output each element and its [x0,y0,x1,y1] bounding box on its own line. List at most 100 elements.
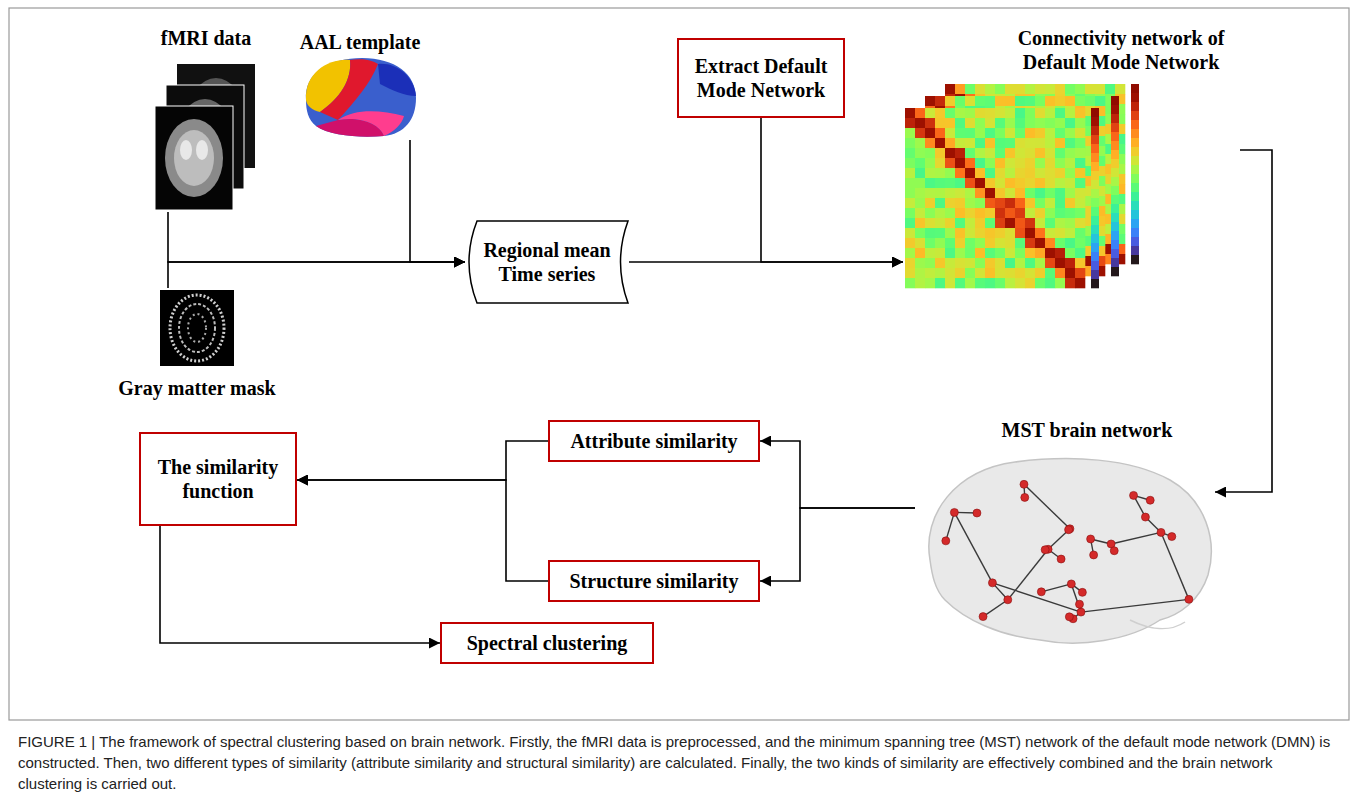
illustration-part [179,304,215,352]
matrix-cell [995,128,1005,138]
matrix-cell [905,128,915,138]
matrix-cell [965,168,975,178]
matrix-cell [1005,168,1015,178]
illustration-part [155,106,233,210]
node-label: Connectivity network of Default Mode Net… [996,26,1246,74]
matrix-cell [995,84,1005,94]
matrix-cell [1085,84,1095,94]
matrix-cell [965,248,975,258]
matrix-cell [915,148,925,158]
matrix-cell [905,148,915,158]
matrix-cell [1055,248,1065,258]
matrix-cell [945,218,955,228]
matrix-cell [1015,128,1025,138]
matrix-cell [1015,158,1025,168]
matrix-cell [945,158,955,168]
matrix-cell [985,108,995,118]
matrix-cell [905,138,915,148]
matrix-cell [975,128,985,138]
matrix-cell [975,118,985,128]
matrix-cell [905,268,915,278]
matrix-cell [905,238,915,248]
colorbar-step [1091,216,1099,225]
matrix-cell [1055,84,1065,94]
colorbar-step [1131,183,1139,192]
matrix-cell [915,128,925,138]
matrix-cell [1025,84,1035,94]
matrix-cell [905,198,915,208]
figure-panel: fMRI data [148,26,264,212]
region-dot [1004,596,1012,604]
matrix-cell [975,228,985,238]
matrix-cell [975,138,985,148]
process-box: Attribute similarity [548,420,760,462]
matrix-cell [995,118,1005,128]
matrix-cell [1005,268,1015,278]
illustration-part [160,290,234,366]
matrix-cell [1045,228,1055,238]
flow-arrow [168,262,465,288]
matrix-cell [995,278,1005,288]
colorbar-step [1111,240,1119,249]
colorbar-step [1111,177,1119,186]
region-dot [950,508,958,516]
matrix-cell [915,218,925,228]
matrix-cell [1055,278,1065,288]
matrix-cell [935,278,945,288]
tree-edge [1161,532,1189,599]
region-dot [1067,580,1075,588]
flow-arrow [760,508,915,581]
region-dot [988,579,996,587]
matrix-cell [1035,278,1045,288]
matrix-cell [975,238,985,248]
matrix-cell [965,158,975,168]
matrix-cell [955,218,965,228]
region-dot [1041,546,1049,554]
matrix-cell [1075,168,1085,178]
region-dot [1185,595,1193,603]
matrix-cell [985,168,995,178]
matrix-cell [985,198,995,208]
matrix-cell [925,168,935,178]
matrix-cell [975,108,985,118]
matrix-cell [1015,178,1025,188]
region-dot [1110,547,1118,555]
region-dot [1021,493,1029,501]
illustration-part [320,59,378,120]
matrix-cell [1065,118,1075,128]
matrix-cell [1065,278,1075,288]
matrix-cell [1065,208,1075,218]
matrix-cell [935,268,945,278]
matrix-cell [965,148,975,158]
matrix-cell [955,138,965,148]
matrix-cell [975,218,985,228]
matrix-cell [915,278,925,288]
matrix-cell [1045,198,1055,208]
region-dot [1146,496,1154,504]
matrix-cell [935,198,945,208]
matrix-cell [1075,268,1085,278]
matrix-cell [1055,188,1065,198]
matrix-cell [965,128,975,138]
matrix-cell [965,198,975,208]
region-dot [1157,528,1165,536]
matrix-cell [915,118,925,128]
matrix-cell [1005,198,1015,208]
matrix-cell [915,198,925,208]
matrix-cell [1075,238,1085,248]
matrix-cell [1035,168,1045,178]
matrix-cell [985,268,995,278]
matrix-cell [985,84,995,94]
matrix-cell [1015,258,1025,268]
matrix-cell [1045,84,1055,94]
matrix-cell [935,158,945,168]
matrix-cell [985,218,995,228]
matrix-cell [1065,258,1075,268]
flow-arrow [760,441,915,508]
gray-matter-mask [160,290,234,366]
matrix-cell [935,248,945,258]
matrix-cell [1075,138,1085,148]
matrix-cell [1075,108,1085,118]
matrix-cell [935,168,945,178]
matrix-cell [925,248,935,258]
